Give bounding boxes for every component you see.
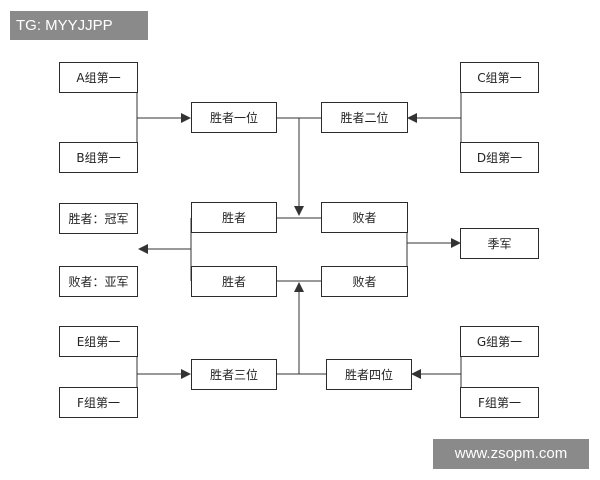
watermark-top-left: TG: MYYJJPP xyxy=(10,11,148,40)
watermark-bottom-right: www.zsopm.com xyxy=(433,439,589,469)
node-final-winner: 胜者 xyxy=(191,202,277,233)
node-e-group-first: E组第一 xyxy=(59,326,138,357)
node-f-group-first-right: F组第一 xyxy=(460,387,539,418)
arrow-to-winner1 xyxy=(181,113,191,123)
node-winner-4: 胜者四位 xyxy=(326,359,412,390)
node-c-group-first: C组第一 xyxy=(460,62,539,93)
node-runner-up: 败者：亚军 xyxy=(59,266,138,297)
node-third-match-loser: 败者 xyxy=(321,266,408,297)
arrow-to-third xyxy=(451,238,461,248)
arrow-to-final xyxy=(294,206,304,216)
node-winner-3: 胜者三位 xyxy=(191,359,277,390)
node-final-loser: 败者 xyxy=(321,202,408,233)
arrow-to-winner2 xyxy=(407,113,417,123)
node-winner-1: 胜者一位 xyxy=(191,102,277,133)
arrow-to-third-match xyxy=(294,282,304,292)
node-third-place: 季军 xyxy=(460,228,539,259)
arrow-to-winner4 xyxy=(411,369,421,379)
node-a-group-first: A组第一 xyxy=(59,62,138,93)
node-g-group-first: G组第一 xyxy=(460,326,539,357)
node-d-group-first: D组第一 xyxy=(460,142,539,173)
arrow-to-champion xyxy=(138,244,148,254)
node-f-group-first: F组第一 xyxy=(59,387,138,418)
node-third-match-winner: 胜者 xyxy=(191,266,277,297)
node-winner-2: 胜者二位 xyxy=(321,102,408,133)
node-b-group-first: B组第一 xyxy=(59,142,138,173)
arrow-to-winner3 xyxy=(181,369,191,379)
node-champion: 胜者：冠军 xyxy=(59,203,138,234)
